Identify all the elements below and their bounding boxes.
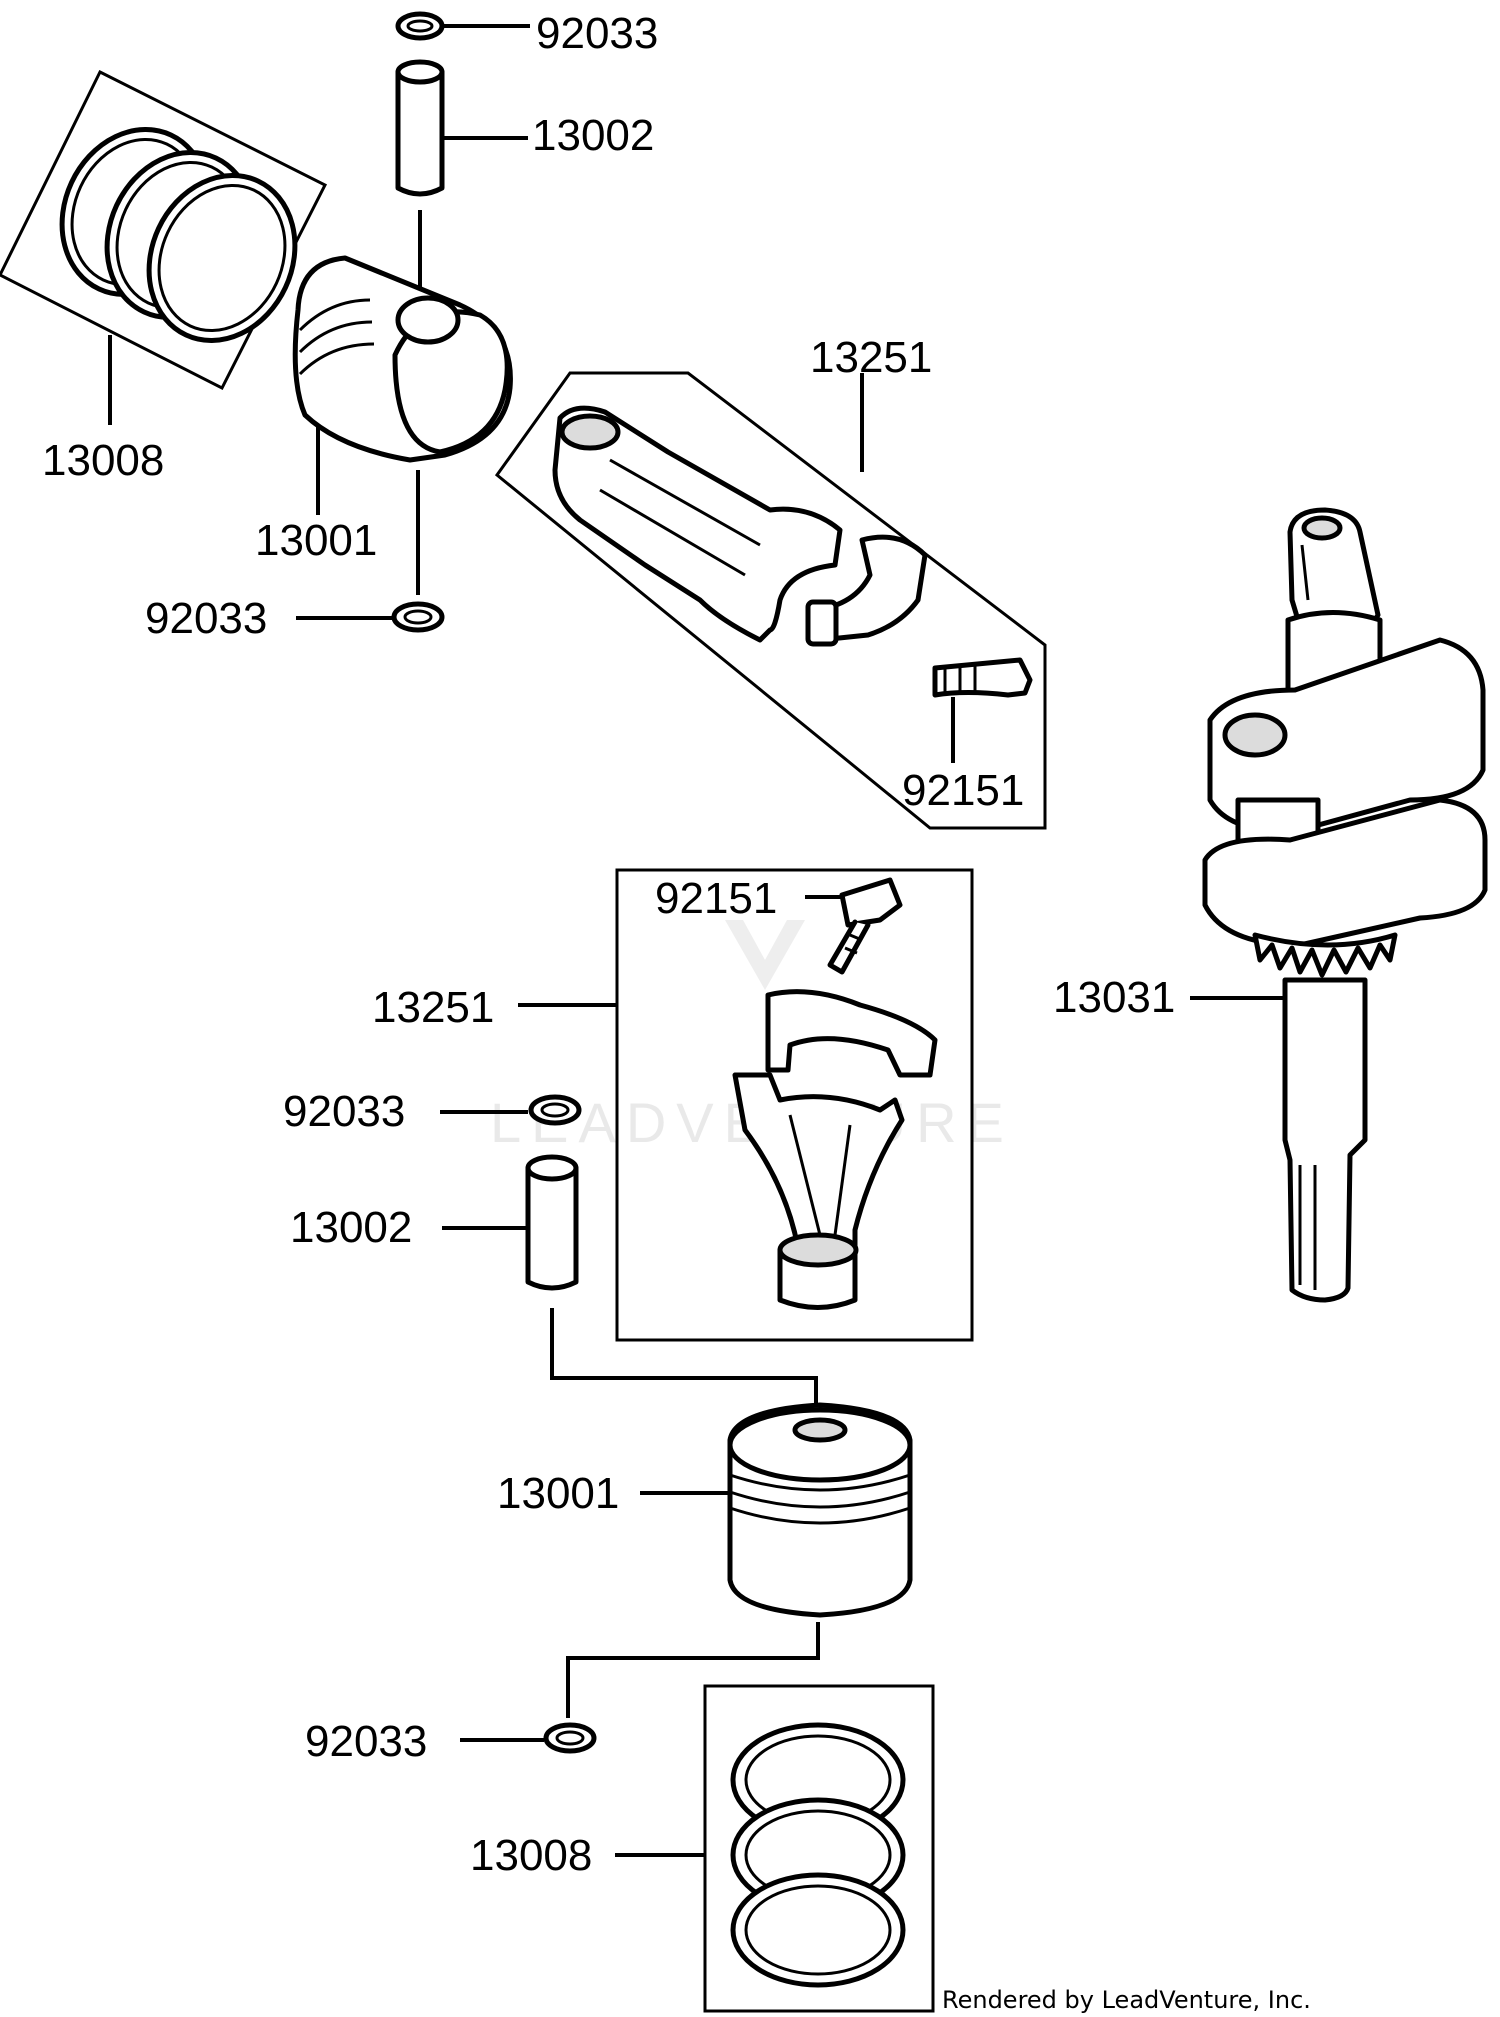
part-number-92033-top-lower: 92033 [145,594,267,643]
piston-pin-top[interactable] [395,59,528,197]
part-number-13001-bottom: 13001 [497,1469,619,1518]
part-number-13001-top: 13001 [255,516,377,565]
piston-bottom[interactable] [640,1402,913,1618]
snap-ring-top[interactable] [395,11,530,41]
part-number-13251-middle: 13251 [372,983,494,1032]
part-number-92033-middle: 92033 [283,1087,405,1136]
connecting-rod-top[interactable] [494,371,1047,830]
part-number-13031: 13031 [1053,973,1175,1022]
snap-ring-bottom[interactable] [460,1722,597,1754]
piston-pin-middle[interactable] [442,1154,579,1291]
part-number-13008-top: 13008 [42,436,164,485]
part-number-13008-bottom: 13008 [470,1831,592,1880]
snap-ring-middle[interactable] [440,1094,582,1126]
piston-rings-top[interactable] [0,69,328,425]
part-number-92151-top: 92151 [902,766,1024,815]
part-number-13002-middle: 13002 [290,1203,412,1252]
part-number-13251-top: 13251 [810,333,932,382]
connecting-rod-middle[interactable] [518,868,974,1342]
snap-ring-top-lower[interactable] [296,601,445,633]
part-number-92151-middle: 92151 [655,874,777,923]
piston-top[interactable] [292,255,513,515]
part-number-92033-top: 92033 [536,9,658,58]
piston-rings-bottom[interactable] [615,1684,935,2013]
crankshaft[interactable] [1190,507,1488,1303]
credit-text: Rendered by LeadVenture, Inc. [942,1986,1311,2014]
part-number-13002-top: 13002 [532,111,654,160]
part-number-92033-bottom: 92033 [305,1717,427,1766]
